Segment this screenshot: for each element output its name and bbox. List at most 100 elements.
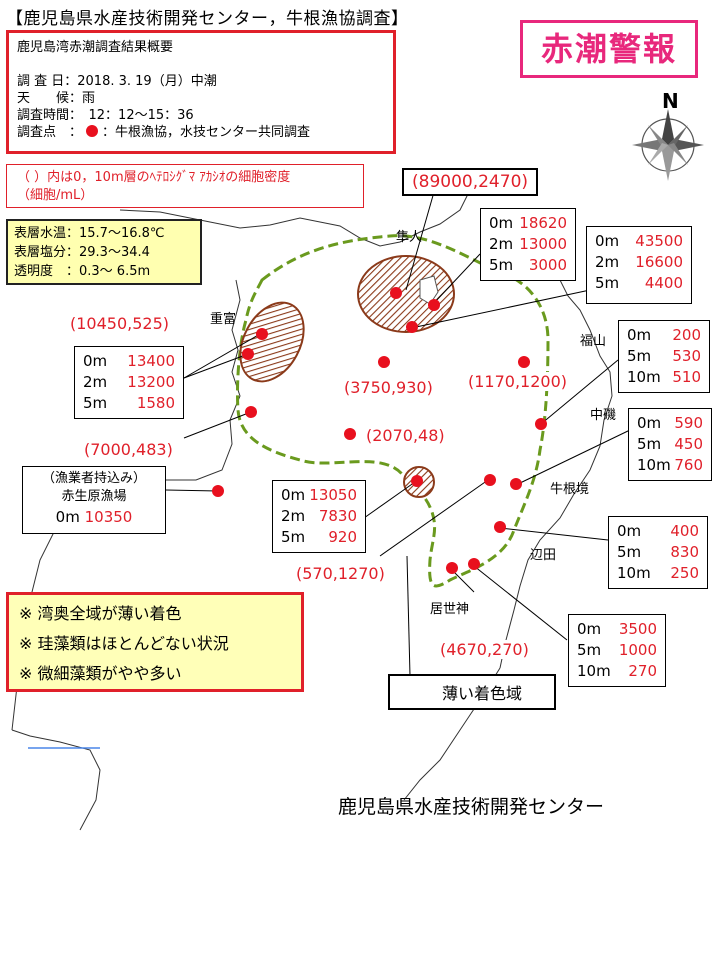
- hayato-density-pair: (89000,2470): [402, 168, 539, 196]
- legend-label: 薄い着色域: [442, 684, 523, 703]
- survey-point: [212, 485, 224, 497]
- east-density-pair: (1170,1200): [468, 372, 568, 391]
- leader-fukuyama: [540, 359, 619, 425]
- compass-north-label: N: [662, 89, 679, 113]
- place-ushinesakai: 牛根境: [550, 482, 590, 497]
- south-density-pair: (570,1270): [296, 564, 385, 583]
- mid-density-pair: (2070,48): [366, 426, 445, 445]
- leader-hayato-pair: [405, 191, 435, 291]
- survey-point: [411, 475, 423, 487]
- center-density-pair: (3750,930): [344, 378, 433, 397]
- leader-nakaiso: [517, 429, 631, 485]
- remark-item: ※ 湾奥全域が薄い着色: [19, 604, 182, 623]
- leader-shigetomi-box2: [183, 353, 249, 379]
- survey-point: [494, 521, 506, 533]
- survey-point: [390, 287, 402, 299]
- density-note: （ ）内は0，10m層のﾍﾃﾛｼｸﾞﾏ ｱｶｼｵの細胞密度 （細胞/mL）: [6, 164, 364, 208]
- surface-temp: 表層水温：15.7～16.8℃: [14, 226, 165, 241]
- transparency: 透明度 ：0.3～ 6.5m: [14, 264, 151, 279]
- compass-icon: [632, 109, 704, 181]
- survey-point: [484, 474, 496, 486]
- survey-points-row: 調査点 ：：牛根漁協，水技センター共同調査: [17, 124, 385, 141]
- remarks-box: ※ 湾奥全域が薄い着色 ※ 珪藻類はほとんどない状況 ※ 微細藻類がやや多い: [6, 592, 304, 692]
- leader-south: [379, 479, 489, 557]
- survey-point: [406, 321, 418, 333]
- coastline-west: [11, 279, 241, 731]
- density-note-line1: （ ）内は0，10m層のﾍﾃﾛｼｸﾞﾏ ｱｶｼｵの細胞密度: [17, 170, 291, 185]
- survey-point: [468, 558, 480, 570]
- fisher-value-row: 0m 10350: [55, 508, 133, 526]
- leader-center-box: [363, 481, 416, 519]
- leader-fisher: [165, 489, 219, 492]
- leader-koseshin2: [473, 565, 568, 641]
- place-hetta: 辺田: [530, 548, 557, 563]
- survey-point: [428, 299, 440, 311]
- survey-point: [242, 348, 254, 360]
- place-shigetomi: 重富: [210, 312, 237, 327]
- leader-west: [183, 411, 252, 439]
- fisher-site: 赤生原漁場: [61, 489, 127, 504]
- west-density-pair: (7000,483): [84, 440, 173, 459]
- place-nakaiso: 中磯: [590, 408, 617, 423]
- place-fukuyama: 福山: [580, 334, 607, 349]
- page-title: 【鹿児島県水産技術開発センター，牛根漁協調査】: [6, 9, 409, 29]
- leader-legend: [406, 555, 411, 677]
- survey-point: [446, 562, 458, 574]
- weather: 天 候：雨: [17, 91, 96, 106]
- survey-time: 調査時間： 12：12～15：36: [17, 108, 194, 123]
- leader-shigetomi-box: [183, 333, 261, 379]
- leader-hetta: [499, 527, 609, 541]
- survey-point: [256, 328, 268, 340]
- survey-point: [510, 478, 522, 490]
- environment-box: 表層水温：15.7～16.8℃ 表層塩分：29.3～34.4 透明度 ：0.3～…: [6, 219, 202, 285]
- survey-point: [378, 356, 390, 368]
- shigetomi-density-pair: (10450,525): [70, 314, 170, 333]
- remark-item: ※ 珪藻類はほとんどない状況: [19, 634, 229, 653]
- leader-hayato-box: [433, 253, 481, 304]
- survey-summary-box: 鹿児島湾赤潮調査結果概要 調 査 日：2018. 3. 19（月）中潮 天 候：…: [6, 30, 396, 154]
- redtide-area-shigetomi: [239, 301, 305, 383]
- survey-point: [245, 406, 257, 418]
- summary-heading: 鹿児島湾赤潮調査結果概要: [17, 40, 174, 55]
- survey-date: 調 査 日：2018. 3. 19（月）中潮: [17, 74, 217, 89]
- density-note-line2: （細胞/mL）: [17, 188, 94, 203]
- red-tide-warning-badge: 赤潮警報: [520, 20, 698, 78]
- leader-northeast-box: [415, 289, 591, 328]
- survey-point: [535, 418, 547, 430]
- place-hayato: 隼人: [396, 230, 423, 245]
- survey-points-label: 調査点 ：: [17, 125, 83, 140]
- fisher-source: （漁業者持込み）: [41, 471, 146, 486]
- coastline-east: [499, 259, 613, 669]
- redtide-area-hayato: [357, 255, 455, 333]
- leader-koseshin: [451, 569, 475, 593]
- place-koseshin: 居世神: [430, 602, 470, 617]
- coastline-west2: [11, 729, 101, 831]
